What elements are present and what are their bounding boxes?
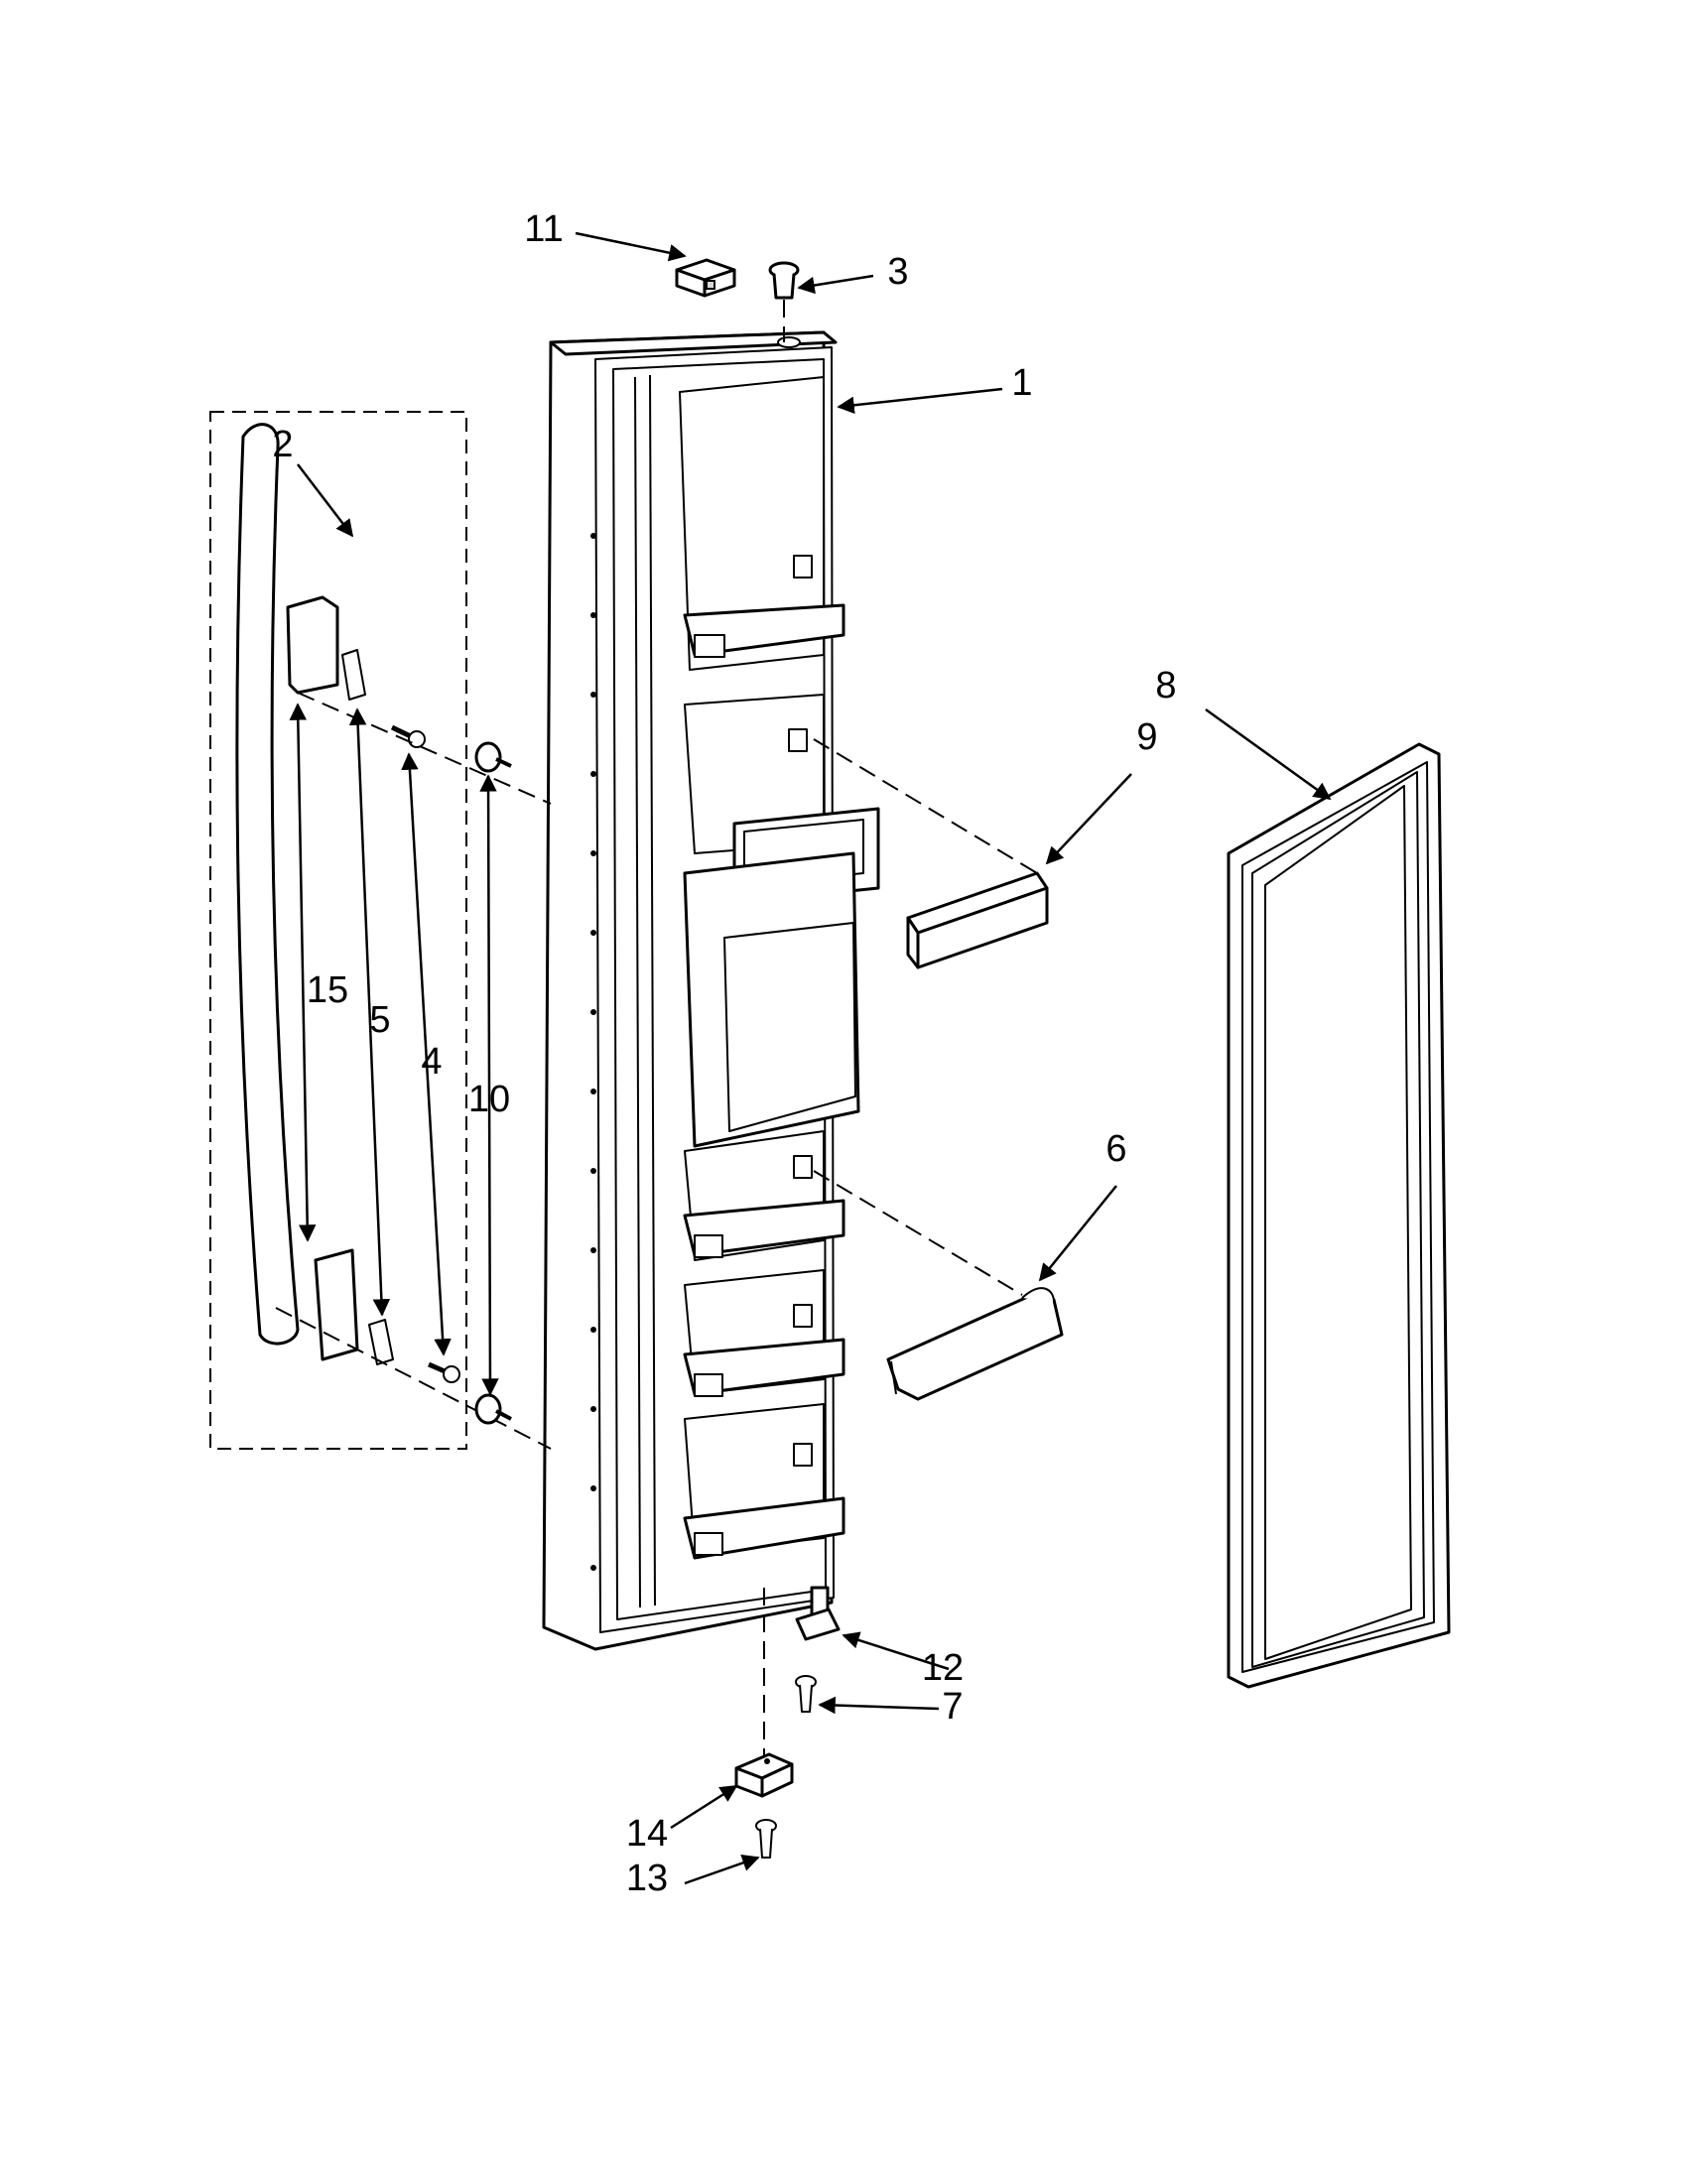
door-rim-holes: [590, 533, 596, 1571]
door-shelf-3: [683, 1130, 845, 1261]
lower-hinge-bracket: [763, 1586, 841, 1756]
dispenser-housing: [683, 807, 880, 1148]
handle-stud-upper: [474, 741, 512, 773]
callout-4: 4: [421, 1041, 442, 1083]
callout-2: 2: [272, 424, 293, 465]
door-shelf-1: [679, 376, 845, 671]
door-shelf-4: [683, 1269, 845, 1397]
lower-hinge-screw: [755, 1819, 777, 1859]
shelf-trim: [813, 738, 1049, 969]
door-shelf-2: [684, 694, 825, 854]
callout-5: 5: [369, 999, 390, 1041]
door-closer-block: [675, 258, 736, 298]
callout-labels: 11 3 1 2 8 9 15 5 4 10 6 12 7 14 13: [272, 208, 1176, 1899]
handle-kit: [209, 411, 552, 1450]
door-shelf-5: [683, 1403, 845, 1560]
callout-1: 1: [1011, 362, 1032, 404]
callout-12: 12: [922, 1647, 964, 1689]
hinge-screw: [795, 1675, 817, 1713]
callout-9: 9: [1136, 716, 1157, 758]
door-assembly: [542, 330, 880, 1651]
callout-15: 15: [307, 969, 348, 1011]
handle-screw-upper: [390, 724, 426, 748]
hinge-bushing: [768, 261, 800, 342]
door-bin: [813, 1170, 1064, 1401]
callout-10: 10: [468, 1079, 510, 1120]
callout-13: 13: [626, 1858, 668, 1899]
door-gasket: [1227, 742, 1451, 1689]
callout-8: 8: [1155, 665, 1176, 707]
callout-6: 6: [1105, 1128, 1126, 1170]
handle-screw-lower: [428, 1361, 460, 1383]
callout-14: 14: [626, 1813, 668, 1855]
callout-11: 11: [524, 208, 563, 250]
lower-hinge: [734, 1752, 794, 1798]
callout-7: 7: [942, 1686, 963, 1728]
handle-stud-lower: [474, 1393, 512, 1425]
callout-3: 3: [887, 251, 908, 293]
leader-lines: [289, 231, 1332, 1885]
